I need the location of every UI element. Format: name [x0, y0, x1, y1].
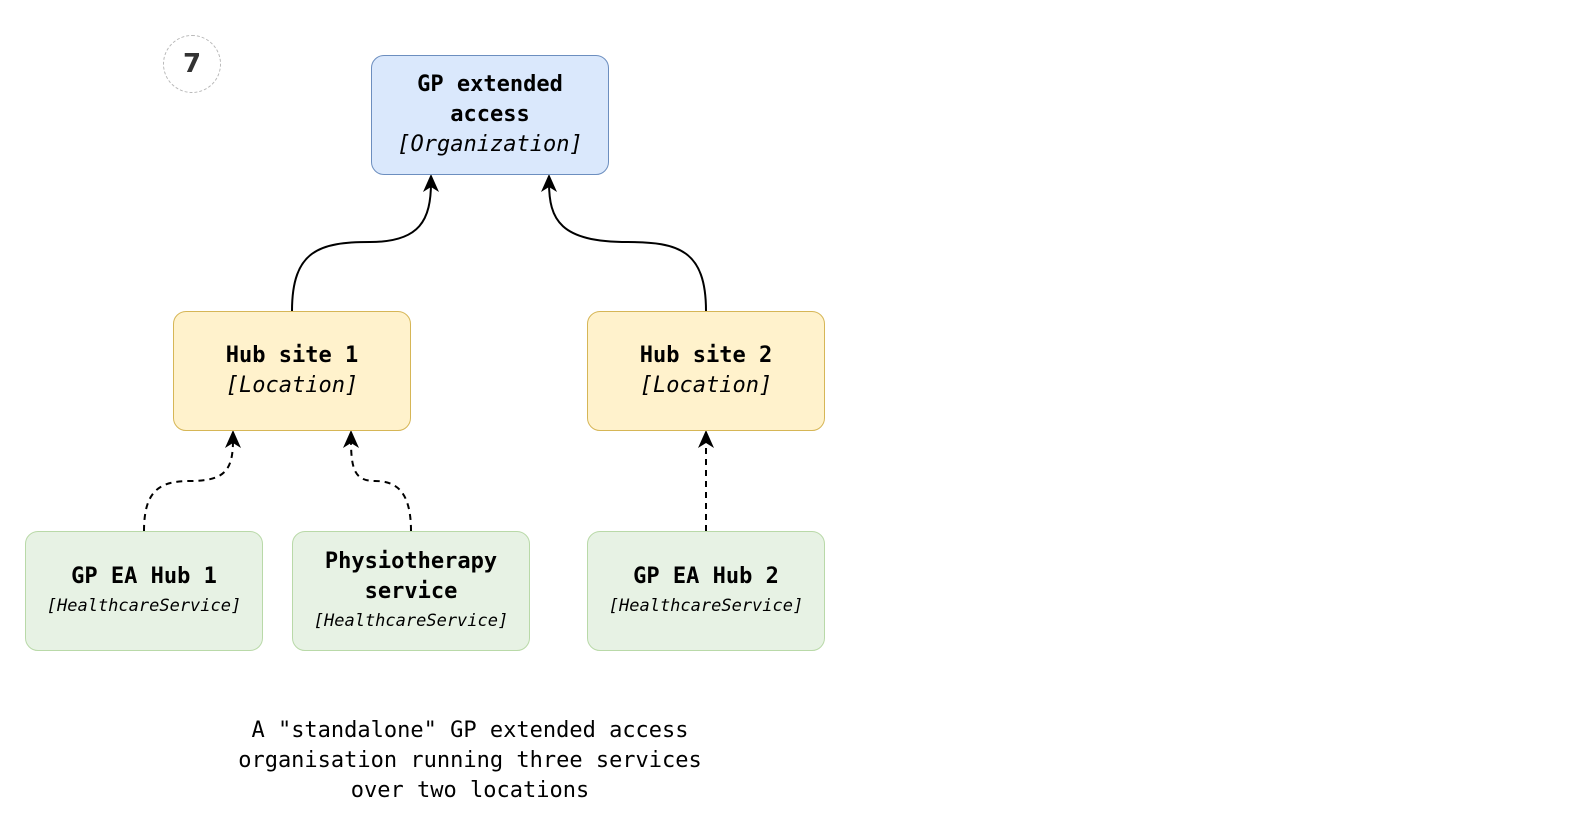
gp-ea-hub-2-title: GP EA Hub 2: [633, 564, 779, 589]
physiotherapy-service-type: [HealthcareService]: [313, 611, 509, 631]
hub-site-1-type: [Location]: [225, 373, 359, 398]
gp-ea-hub-1-type: [HealthcareService]: [46, 596, 242, 616]
arrowhead-hub-site-1-right: [343, 430, 359, 448]
organization-node[interactable]: GP extended access [Organization]: [371, 55, 609, 175]
physiotherapy-service-title: Physiotherapy service: [324, 549, 498, 604]
gp-ea-hub-1-node[interactable]: GP EA Hub 1 [HealthcareService]: [25, 531, 263, 651]
edge-hub-site-1-to-organization: [291, 181, 432, 312]
hub-site-2-type: [Location]: [639, 373, 773, 398]
edge-hub-site-2-to-organization: [548, 181, 707, 312]
gp-ea-hub-1-title: GP EA Hub 1: [71, 564, 217, 589]
arrowhead-organization-right: [541, 174, 557, 192]
physiotherapy-service-node[interactable]: Physiotherapy service [HealthcareService…: [292, 531, 530, 651]
diagram-caption: A "standalone" GP extended access organi…: [238, 718, 702, 803]
gp-ea-hub-2-type: [HealthcareService]: [608, 596, 804, 616]
hub-site-2-title: Hub site 2: [639, 343, 773, 368]
hub-site-2-node[interactable]: Hub site 2 [Location]: [587, 311, 825, 431]
organization-type: [Organization]: [397, 132, 583, 157]
hub-site-1-title: Hub site 1: [225, 343, 359, 368]
gp-ea-hub-2-node[interactable]: GP EA Hub 2 [HealthcareService]: [587, 531, 825, 651]
hub-site-1-node[interactable]: Hub site 1 [Location]: [173, 311, 411, 431]
edge-physio-to-hub-site-1: [350, 439, 412, 532]
arrowhead-organization-left: [423, 174, 439, 192]
arrowhead-hub-site-2: [698, 430, 714, 448]
step-number-badge: 7: [163, 35, 221, 93]
arrowhead-hub-site-1-left: [225, 430, 241, 448]
organization-title: GP extended access: [417, 72, 563, 127]
edge-gp-ea-hub-1-to-hub-site-1: [143, 439, 234, 532]
